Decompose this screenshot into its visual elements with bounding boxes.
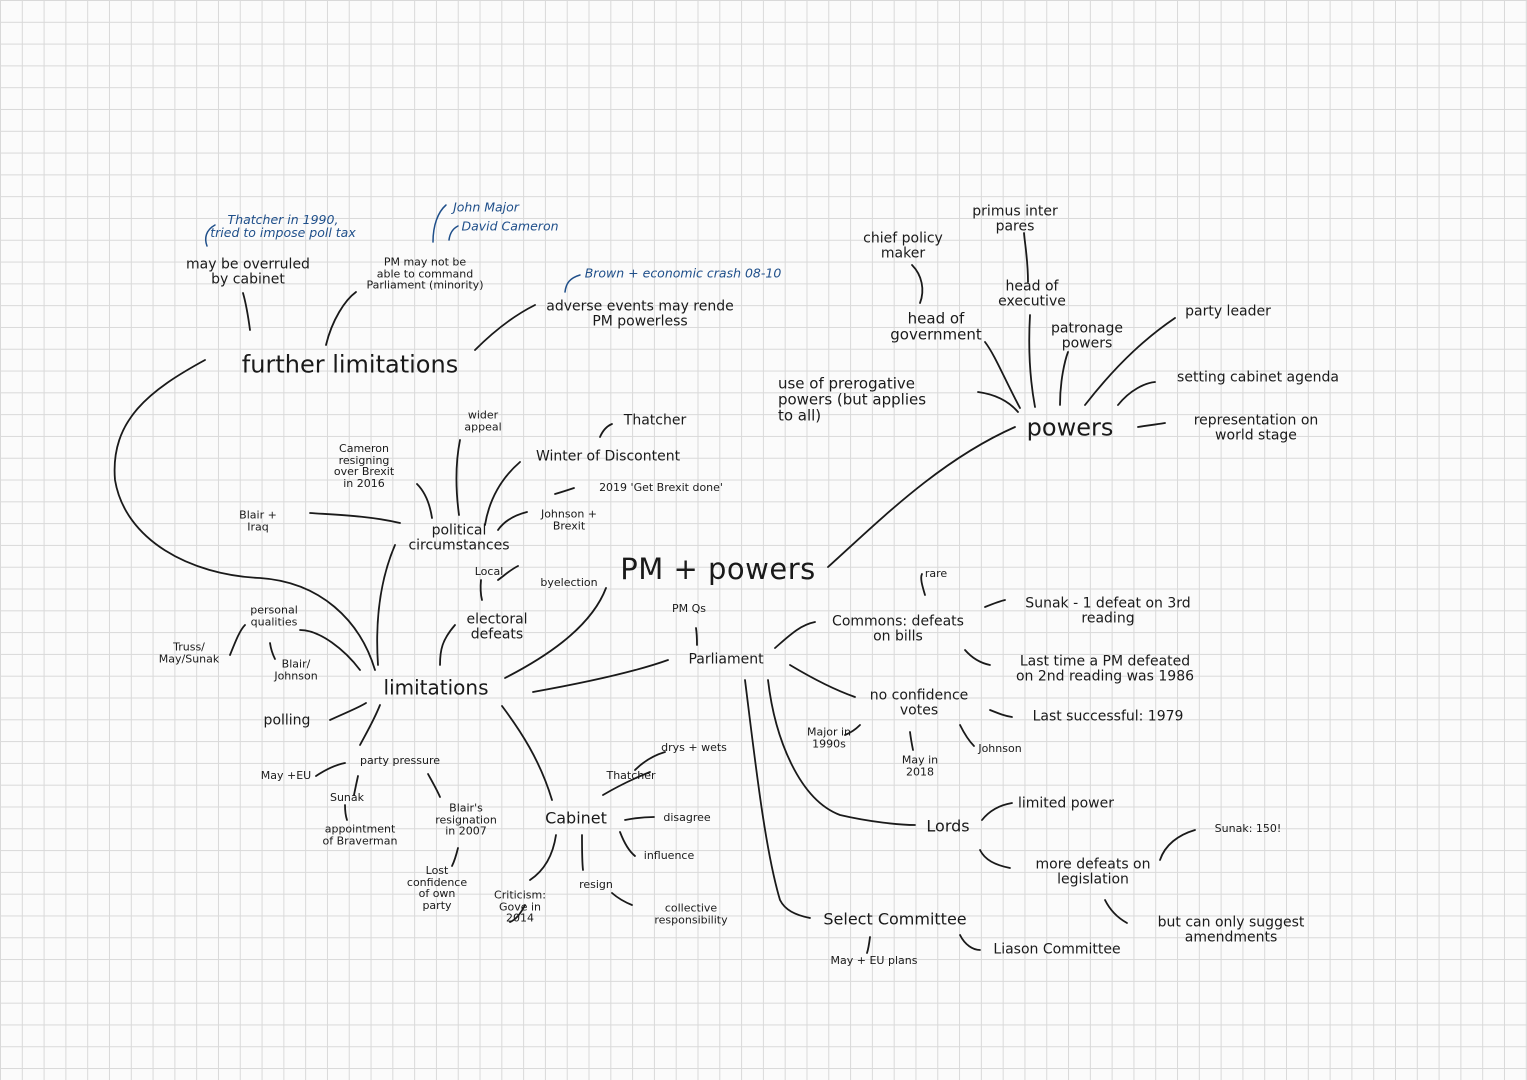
- party-pressure: party pressure: [359, 754, 441, 768]
- central-topic: PM + powers: [620, 551, 816, 586]
- last-successful: Last successful: 1979: [1032, 708, 1184, 725]
- primus-inter-pares: primus inter pares: [972, 203, 1058, 234]
- limited-power: limited power: [1017, 795, 1115, 812]
- select-committee: Select Committee: [823, 909, 967, 929]
- powers-node: powers: [1026, 413, 1114, 442]
- may-2018: May in 2018: [901, 753, 939, 778]
- get-brexit-done: 2019 'Get Brexit done': [599, 481, 723, 495]
- prerogative-powers: use of prerogative powers (but applies t…: [777, 374, 927, 424]
- electoral-defeats: electoral defeats: [466, 611, 528, 642]
- braverman-appointment: appointment of Braverman: [322, 822, 398, 847]
- further-limitations-node: further limitations: [241, 350, 459, 379]
- limitations-node: limitations: [383, 675, 489, 700]
- last-pm-defeated: Last time a PM defeated on 2nd reading w…: [1015, 653, 1195, 684]
- thatcher-cabinet: Thatcher: [606, 769, 656, 783]
- command-parliament: PM may not be able to command Parliament…: [366, 255, 484, 292]
- blair-resignation: Blair's resignation in 2007: [435, 801, 497, 838]
- david-cameron-note: David Cameron: [461, 218, 559, 234]
- drys-and-wets: drys + wets: [661, 741, 727, 755]
- setting-cabinet-agenda: setting cabinet agenda: [1177, 369, 1339, 386]
- no-confidence-votes: no confidence votes: [869, 687, 969, 718]
- world-stage: representation on world stage: [1193, 412, 1319, 443]
- may-eu-plans: May + EU plans: [830, 954, 918, 968]
- sunak-label: Sunak: [329, 791, 365, 805]
- rare: rare: [924, 567, 948, 581]
- political-circumstances: political circumstances: [408, 522, 510, 553]
- adverse-events: adverse events may rende PM powerless: [546, 298, 734, 329]
- johnson-label: Johnson: [978, 742, 1022, 756]
- blair-johnson: Blair/ Johnson: [274, 657, 318, 682]
- influence: influence: [643, 849, 695, 863]
- cameron-brexit: Cameron resigning over Brexit in 2016: [333, 441, 395, 490]
- byelection: byelection: [540, 576, 598, 590]
- cabinet-node: Cabinet: [545, 808, 607, 828]
- sunak-150: Sunak: 150!: [1214, 822, 1282, 836]
- lords-node: Lords: [926, 816, 970, 836]
- overruled-by-cabinet: may be overruled by cabinet: [186, 256, 310, 287]
- chief-policy-maker: chief policy maker: [863, 230, 943, 261]
- resign: resign: [579, 878, 613, 892]
- head-of-government: head of government: [890, 309, 982, 343]
- truss-may-sunak: Truss/ May/Sunak: [158, 640, 220, 665]
- sunak-one-defeat: Sunak - 1 defeat on 3rd reading: [1025, 595, 1191, 626]
- pm-qs: PM Qs: [671, 602, 707, 616]
- wider-appeal: wider appeal: [464, 408, 502, 433]
- collective-responsibility: collective responsibility: [654, 901, 728, 926]
- major-1990s: Major in 1990s: [806, 725, 852, 750]
- thatcher-label: Thatcher: [623, 412, 687, 429]
- party-leader: party leader: [1185, 303, 1271, 320]
- parliament-node: Parliament: [688, 651, 764, 668]
- lost-confidence: Lost confidence of own party: [406, 863, 468, 912]
- may-eu: May +EU: [260, 769, 312, 783]
- blair-iraq: Blair + Iraq: [239, 508, 277, 533]
- head-of-executive: head of executive: [998, 278, 1066, 309]
- personal-qualities: personal qualities: [250, 603, 298, 628]
- winter-of-discontent: Winter of Discontent: [535, 448, 681, 465]
- johnson-brexit: Johnson + Brexit: [540, 507, 598, 532]
- commons-defeats: Commons: defeats on bills: [832, 613, 964, 644]
- thatcher-note: Thatcher in 1990, tried to impose poll t…: [210, 211, 356, 240]
- john-major-note: John Major: [453, 199, 519, 215]
- liaison-committee: Liason Committee: [993, 941, 1121, 958]
- gove-criticism: Criticism: Gove in 2014: [494, 888, 546, 925]
- suggest-amendments: but can only suggest amendments: [1157, 914, 1305, 945]
- local-elections: Local: [474, 565, 504, 579]
- patronage-powers: patronage powers: [1051, 320, 1123, 351]
- brown-note: Brown + economic crash 08-10: [584, 265, 782, 281]
- more-defeats: more defeats on legislation: [1035, 856, 1151, 887]
- disagree: disagree: [663, 811, 711, 825]
- polling: polling: [263, 712, 311, 729]
